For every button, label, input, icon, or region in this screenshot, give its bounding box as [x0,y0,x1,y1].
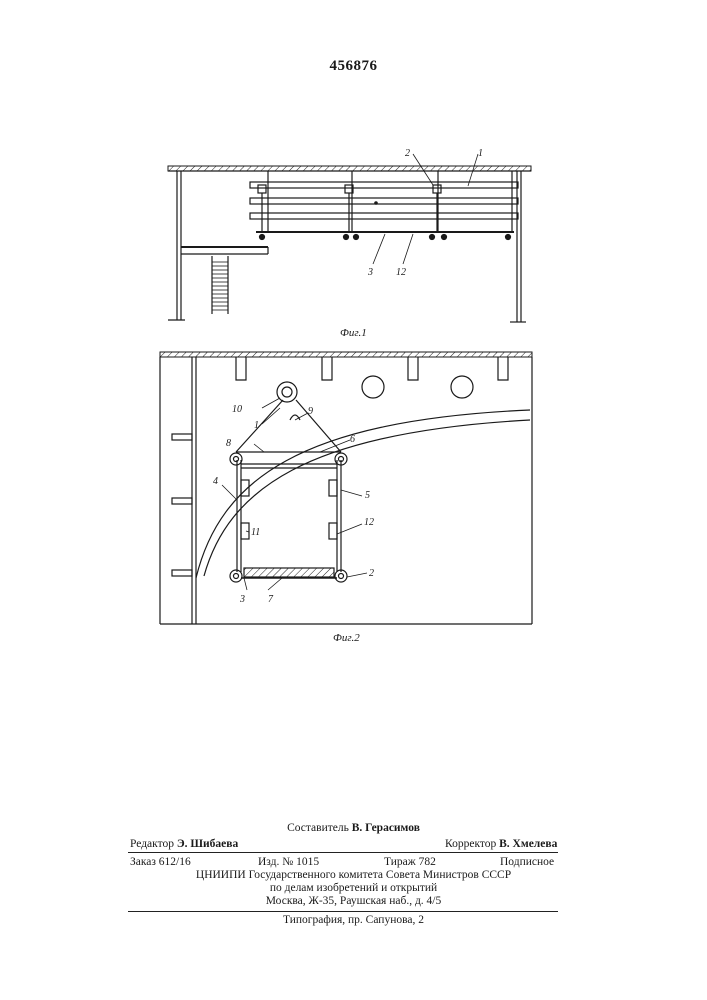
fig2-label-10: 10 [232,404,242,415]
fig1-label-3: 3 [367,267,373,278]
org-line-2: по делам изобретений и открытий [0,882,707,894]
editor-label: Редактор [130,838,174,850]
corrector-label: Корректор [445,838,496,850]
compiler-name: В. Герасимов [352,822,420,834]
editor-name: Э. Шибаева [177,838,238,850]
fig2-label-8: 8 [226,438,231,449]
compiler-line: Составитель В. Герасимов [0,822,707,834]
fig2-label-2: 2 [369,568,374,579]
corrector-line: Корректор В. Хмелева [445,838,557,850]
org-line-1: ЦНИИПИ Государственного комитета Совета … [0,869,707,881]
subscription: Подписное [500,856,554,868]
fig2-label-11: 11 [251,527,260,538]
fig2-label-5: 5 [365,490,370,501]
org-line-3: Москва, Ж-35, Раушская наб., д. 4/5 [0,895,707,907]
figure-2-caption: Фиг.2 [333,632,360,644]
figure-2-drawing: 10 1 9 8 6 4 5 11 12 2 3 7 [0,340,707,635]
edition-number: Изд. № 1015 [258,856,319,868]
figure-1-caption: Фиг.1 [340,327,367,339]
printer-line: Типография, пр. Сапунова, 2 [0,914,707,926]
fig2-label-6: 6 [350,434,355,445]
editor-line: Редактор Э. Шибаева [130,838,238,850]
order-number: Заказ 612/16 [130,856,191,868]
imprint-bottom-rule [128,911,558,912]
fig2-label-1: 1 [254,420,259,431]
figure-1-drawing: 2 1 3 12 [0,0,707,330]
fig2-label-12: 12 [364,517,374,528]
compiler-label: Составитель [287,822,349,834]
imprint-top-rule [128,852,558,853]
fig2-label-9: 9 [308,406,313,417]
fig2-label-7: 7 [268,594,274,605]
fig2-label-3: 3 [239,594,245,605]
fig1-deck-hatch [168,166,531,171]
corrector-name: В. Хмелева [499,838,557,850]
circulation: Тираж 782 [384,856,436,868]
fig1-label-12: 12 [396,267,406,278]
fig1-label-2: 2 [405,148,410,159]
fig2-label-4: 4 [213,476,218,487]
fig1-label-1: 1 [478,148,483,159]
